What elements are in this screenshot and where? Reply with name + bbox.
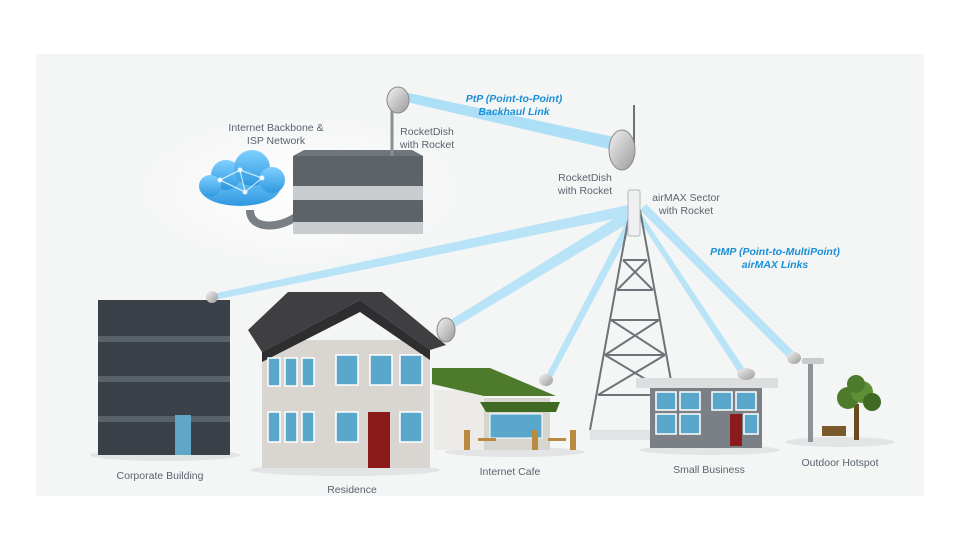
hotspot-label: Outdoor Hotspot [801, 457, 879, 469]
corporate-building [90, 291, 240, 461]
ptmp-link-label: PtMP (Point-to-MultiPoint)airMAX Links [710, 246, 840, 271]
rocketdish-top [386, 86, 410, 114]
outdoor-hotspot [785, 352, 895, 447]
ptp-link-label: PtP (Point-to-Point)Backhaul Link [465, 93, 563, 118]
cafe-label: Internet Cafe [479, 466, 541, 478]
corporate-label: Corporate Building [116, 470, 204, 482]
residence-label: Residence [327, 484, 377, 496]
small-business [636, 368, 780, 455]
internet-cafe [432, 368, 585, 457]
airmax-sector [627, 189, 641, 237]
isp-building [246, 100, 423, 234]
backbone-label: Internet Backbone &ISP Network [228, 122, 324, 147]
small-business-label: Small Business [673, 464, 745, 476]
rocketdish-tower [608, 129, 636, 171]
internet-cloud [199, 150, 285, 206]
ptmp-beams [212, 204, 800, 378]
ptp-beam [398, 92, 628, 152]
residence [248, 292, 456, 476]
